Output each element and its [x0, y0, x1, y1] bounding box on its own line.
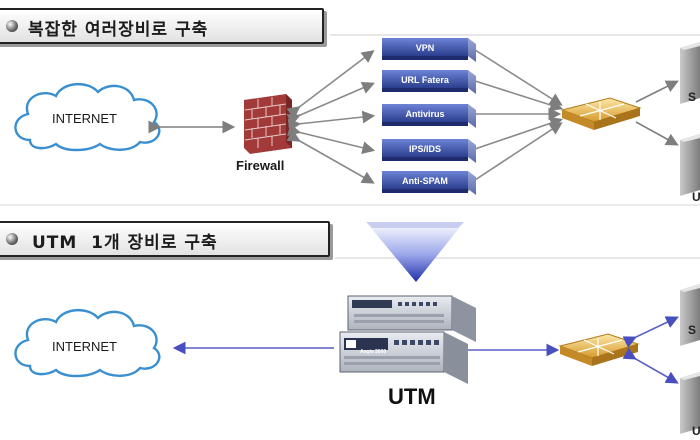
service-hub-arrows: [460, 37, 564, 193]
server-icon-bottom-2: [680, 372, 700, 434]
server-icon-top-2: [680, 134, 700, 196]
network-hub-top: [560, 97, 642, 130]
bullet-icon: [6, 20, 18, 32]
service-label-vpn: VPN: [416, 43, 435, 53]
link-hub-server-4: [622, 347, 679, 384]
server-label-bottom-2: U: [692, 424, 700, 438]
utm-brand-label: Aegis 3000: [360, 349, 386, 355]
service-label-anti-spam: Anti-SPAM: [402, 176, 448, 186]
service-label-url-filter: URL Fatera: [401, 75, 450, 85]
server-label-bottom-1: S: [688, 323, 697, 337]
link-hub-server-1: [635, 80, 679, 103]
utm-label: UTM: [388, 384, 436, 409]
service-box-ips-ids: IPS/IDS: [382, 139, 476, 163]
link-hub-server-2: [635, 121, 679, 146]
firewall-icon: [244, 94, 292, 154]
internet-cloud-top: [14, 83, 161, 152]
service-box-vpn: VPN: [382, 38, 476, 62]
server-label-top-2: U: [692, 190, 700, 204]
firewall-label: Firewall: [236, 158, 285, 173]
service-box-anti-spam: Anti-SPAM: [382, 171, 476, 195]
server-icon-bottom-1: [680, 284, 700, 346]
utm-appliance-icon: Aegis 3000: [339, 295, 476, 384]
service-label-antivirus: Antivirus: [405, 109, 444, 119]
network-hub-bottom: [558, 333, 640, 366]
internet-label-bottom: INTERNET: [52, 339, 117, 354]
section-title-complex: 복잡한 여러장비로 구축: [0, 8, 324, 44]
section-title-utm-text: UTM 1개 장비로 구축: [32, 233, 218, 253]
internet-cloud-bottom: [14, 309, 161, 378]
section-title-utm: UTM 1개 장비로 구축: [0, 221, 330, 257]
service-label-ips-ids: IPS/IDS: [409, 144, 441, 154]
service-box-antivirus: Antivirus: [382, 104, 476, 128]
link-hub-server-3: [622, 316, 679, 348]
server-icon-top-1: [680, 42, 700, 104]
internet-label-top: INTERNET: [52, 111, 117, 126]
section-title-complex-text: 복잡한 여러장비로 구축: [28, 20, 209, 40]
bullet-icon: [6, 233, 18, 245]
consolidation-funnel: [366, 222, 464, 282]
service-box-url-filter: URL Fatera: [382, 70, 476, 94]
server-label-top-1: S: [688, 90, 697, 104]
firewall-service-arrows: [286, 50, 376, 184]
